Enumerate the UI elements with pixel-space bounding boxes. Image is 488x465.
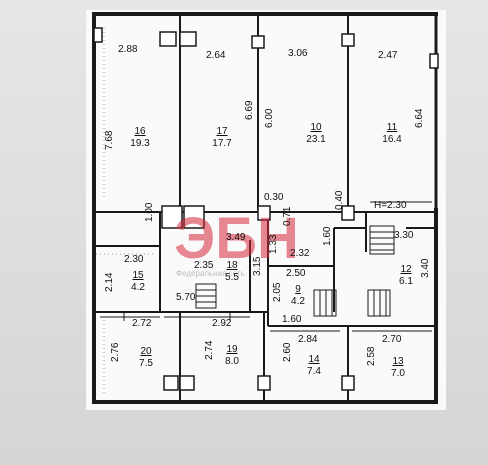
dim-l-4: 2.70 [382, 334, 402, 345]
dim-v-12: 3.15 [252, 256, 263, 276]
svg-text:23.1: 23.1 [306, 134, 326, 145]
svg-text:ЭБН: ЭБН [174, 206, 299, 271]
svg-text:18: 18 [226, 260, 238, 271]
svg-text:15: 15 [132, 270, 144, 281]
room-10: 10 23.1 [306, 122, 326, 145]
room-12: 12 6.1 [399, 264, 413, 287]
dim-v-9: 1.60 [322, 226, 333, 246]
dim-m-1: 0.30 [264, 192, 284, 203]
dim-v-13: 2.05 [272, 282, 283, 302]
window-markers [93, 27, 439, 391]
dim-c-3: 2.32 [290, 248, 310, 259]
dim-v-10: 3.40 [420, 258, 431, 278]
svg-text:20: 20 [140, 346, 152, 357]
svg-text:6.1: 6.1 [399, 276, 413, 287]
room-19: 19 8.0 [225, 344, 239, 367]
room-9: 9 4.2 [291, 284, 305, 307]
svg-text:12: 12 [400, 264, 412, 275]
lower-dimensions: 2.72 2.92 2.84 2.70 [132, 318, 402, 345]
svg-text:16.4: 16.4 [382, 134, 402, 145]
dim-top-1: 2.88 [118, 44, 138, 55]
dim-v-8: 1.33 [268, 234, 279, 254]
interior-walls [94, 14, 436, 402]
dim-v-14: 2.76 [110, 342, 121, 362]
dim-v-1: 7.68 [104, 130, 115, 150]
dim-v-3: 6.00 [264, 108, 275, 128]
dim-m-4: 3.30 [394, 230, 414, 241]
svg-text:Федеральная сеть: Федеральная сеть [176, 269, 245, 278]
reference-lines [96, 28, 156, 395]
svg-text:17: 17 [216, 126, 228, 137]
dim-v-5: 1.00 [144, 202, 155, 222]
svg-text:17.7: 17.7 [212, 138, 232, 149]
dim-c-6: 1.60 [282, 314, 302, 325]
mid-dimensions: 0.30 H=2.30 3.49 3.30 2.30 2.35 2.32 2.5… [124, 192, 414, 325]
room-18: 18 5.5 [225, 260, 239, 283]
dim-l-3: 2.84 [298, 334, 318, 345]
dim-v-15: 2.74 [204, 340, 215, 360]
svg-text:5.5: 5.5 [225, 272, 239, 283]
room-11: 11 16.4 [382, 122, 402, 145]
svg-text:11: 11 [387, 122, 398, 133]
dim-top-4: 2.47 [378, 50, 398, 61]
svg-text:4.2: 4.2 [131, 282, 145, 293]
dimension-ticks [100, 201, 432, 332]
room-13: 13 7.0 [391, 356, 405, 379]
svg-text:7.5: 7.5 [139, 358, 153, 369]
room-20: 20 7.5 [139, 346, 153, 369]
dim-v-2: 6.69 [244, 100, 255, 120]
svg-text:10: 10 [310, 122, 322, 133]
svg-text:8.0: 8.0 [225, 356, 239, 367]
svg-text:14: 14 [308, 354, 320, 365]
dim-c-4: 2.50 [286, 268, 306, 279]
dim-l-1: 2.72 [132, 318, 152, 329]
watermark-logo: ЭБН Федеральная сеть [174, 206, 299, 278]
dim-v-7: 0.40 [334, 190, 345, 210]
dim-top-2: 2.64 [206, 50, 226, 61]
vertical-dimensions: 7.68 6.69 6.00 6.64 1.00 0.71 0.40 1.33 … [104, 100, 431, 366]
room-labels: 16 19.3 17 17.7 10 23.1 11 16.4 15 4.2 1… [130, 122, 413, 379]
stairs [195, 225, 395, 317]
room-17: 17 17.7 [212, 126, 232, 149]
room-16: 16 19.3 [130, 126, 150, 149]
dim-c-5: 5.70 [176, 292, 196, 303]
svg-text:19.3: 19.3 [130, 138, 150, 149]
dim-top-3: 3.06 [288, 48, 308, 59]
svg-text:7.0: 7.0 [391, 368, 405, 379]
room-14: 14 7.4 [307, 354, 321, 377]
svg-text:7.4: 7.4 [307, 366, 321, 377]
dim-l-2: 2.92 [212, 318, 232, 329]
dim-v-16: 2.60 [282, 342, 293, 362]
dim-c-1: 2.30 [124, 254, 144, 265]
svg-text:19: 19 [226, 344, 238, 355]
svg-text:13: 13 [392, 356, 404, 367]
top-dimensions: 2.88 2.64 3.06 2.47 [118, 44, 398, 61]
dim-c-2: 2.35 [194, 260, 214, 271]
dim-v-6: 0.71 [282, 206, 293, 226]
dim-v-4: 6.64 [414, 108, 425, 128]
dim-m-2: H=2.30 [374, 200, 407, 211]
svg-text:16: 16 [134, 126, 146, 137]
dim-v-17: 2.58 [366, 346, 377, 366]
dim-v-11: 2.14 [104, 272, 115, 292]
room-15: 15 4.2 [131, 270, 145, 293]
dim-m-3: 3.49 [226, 232, 246, 243]
svg-text:4.2: 4.2 [291, 296, 305, 307]
svg-text:9: 9 [295, 284, 301, 295]
